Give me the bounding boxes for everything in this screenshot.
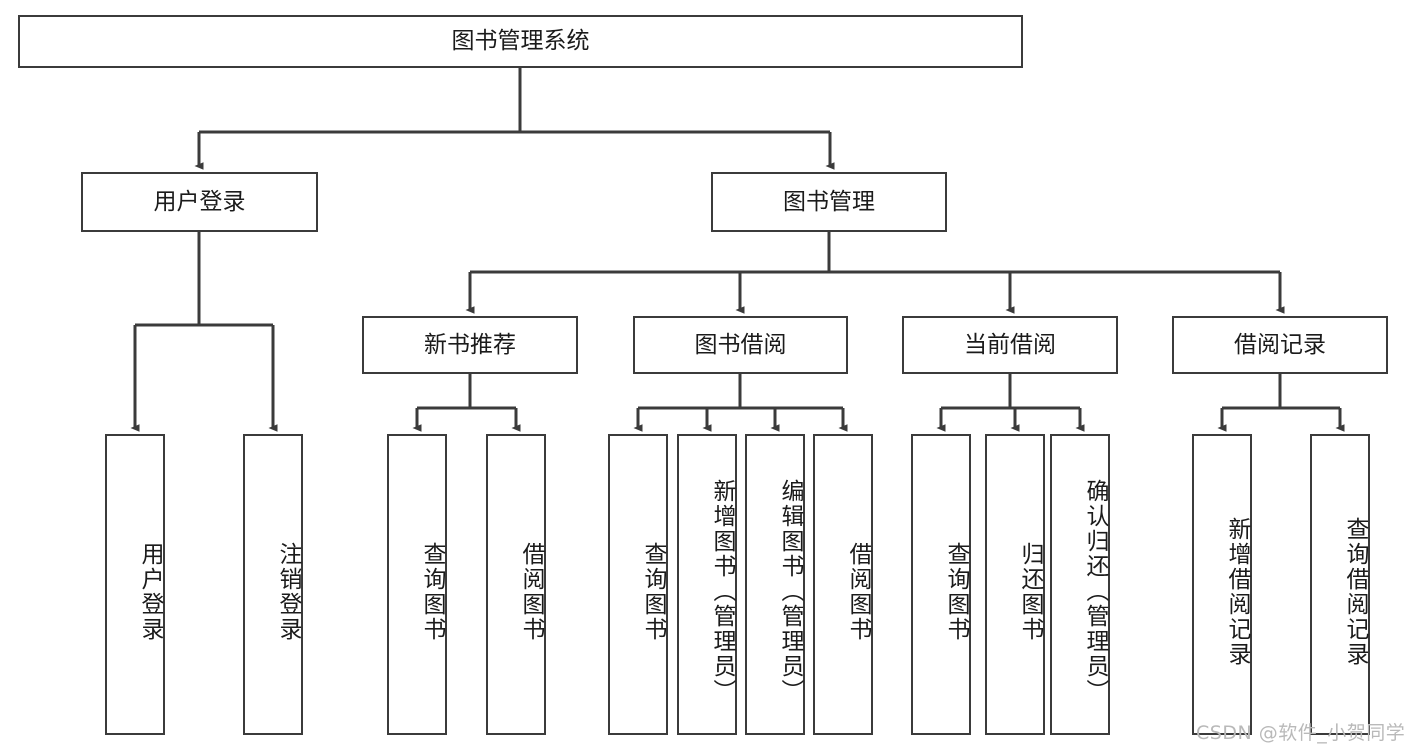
node-leaf-confirm-return[interactable]: 确认归还（管理员） xyxy=(1050,434,1110,735)
node-leaf-confirm-return-label: 确认归还（管理员） xyxy=(1082,479,1108,704)
node-leaf-add-book-label: 新增图书（管理员） xyxy=(709,479,735,704)
node-book-manage-label: 图书管理 xyxy=(783,188,875,215)
node-leaf-edit-book-label: 编辑图书（管理员） xyxy=(777,479,803,704)
edge-group-user-login xyxy=(130,232,278,432)
edge-group-current-borrow xyxy=(936,374,1085,432)
node-borrow-record-label: 借阅记录 xyxy=(1234,331,1326,358)
node-leaf-borrow-book-bb[interactable]: 借阅图书 xyxy=(813,434,873,735)
node-leaf-user-login-label: 用户登录 xyxy=(137,541,163,642)
node-user-login-label: 用户登录 xyxy=(153,188,246,215)
edge-group-book-manage xyxy=(465,232,1285,314)
node-leaf-return-book[interactable]: 归还图书 xyxy=(985,434,1045,735)
node-leaf-add-book[interactable]: 新增图书（管理员） xyxy=(677,434,737,735)
edge-group-book-borrow xyxy=(633,374,848,432)
node-leaf-query-book-cb[interactable]: 查询图书 xyxy=(911,434,971,735)
node-leaf-borrow-book-rec[interactable]: 借阅图书 xyxy=(486,434,546,735)
node-leaf-query-book-rec[interactable]: 查询图书 xyxy=(387,434,447,735)
node-leaf-logout-label: 注销登录 xyxy=(275,541,301,642)
node-book-manage[interactable]: 图书管理 xyxy=(711,172,947,232)
node-user-login[interactable]: 用户登录 xyxy=(81,172,318,232)
node-leaf-query-book-rec-label: 查询图书 xyxy=(419,541,445,642)
node-leaf-query-book-bb-label: 查询图书 xyxy=(640,541,666,642)
node-root-label: 图书管理系统 xyxy=(451,28,590,55)
node-leaf-borrow-book-rec-label: 借阅图书 xyxy=(518,541,544,642)
node-new-book-recommend[interactable]: 新书推荐 xyxy=(362,316,578,374)
node-leaf-edit-book[interactable]: 编辑图书（管理员） xyxy=(745,434,805,735)
node-leaf-add-record-label: 新增借阅记录 xyxy=(1224,516,1250,667)
node-root[interactable]: 图书管理系统 xyxy=(18,15,1023,68)
edge-group-new-book-recommend xyxy=(412,374,521,432)
node-leaf-add-record[interactable]: 新增借阅记录 xyxy=(1192,434,1252,735)
edge-group-root xyxy=(194,68,835,170)
edge-group-borrow-record xyxy=(1217,374,1345,432)
node-current-borrow[interactable]: 当前借阅 xyxy=(902,316,1118,374)
node-leaf-query-book-bb[interactable]: 查询图书 xyxy=(608,434,668,735)
node-borrow-record[interactable]: 借阅记录 xyxy=(1172,316,1388,374)
node-book-borrow[interactable]: 图书借阅 xyxy=(633,316,848,374)
node-leaf-user-login[interactable]: 用户登录 xyxy=(105,434,165,735)
node-leaf-logout[interactable]: 注销登录 xyxy=(243,434,303,735)
node-leaf-return-book-label: 归还图书 xyxy=(1017,541,1043,642)
node-leaf-query-book-cb-label: 查询图书 xyxy=(943,541,969,642)
node-new-book-recommend-label: 新书推荐 xyxy=(424,331,516,358)
node-leaf-query-record-label: 查询借阅记录 xyxy=(1342,516,1368,667)
node-current-borrow-label: 当前借阅 xyxy=(964,331,1056,358)
node-leaf-query-record[interactable]: 查询借阅记录 xyxy=(1310,434,1370,735)
node-leaf-borrow-book-bb-label: 借阅图书 xyxy=(845,541,871,642)
node-book-borrow-label: 图书借阅 xyxy=(694,331,787,358)
